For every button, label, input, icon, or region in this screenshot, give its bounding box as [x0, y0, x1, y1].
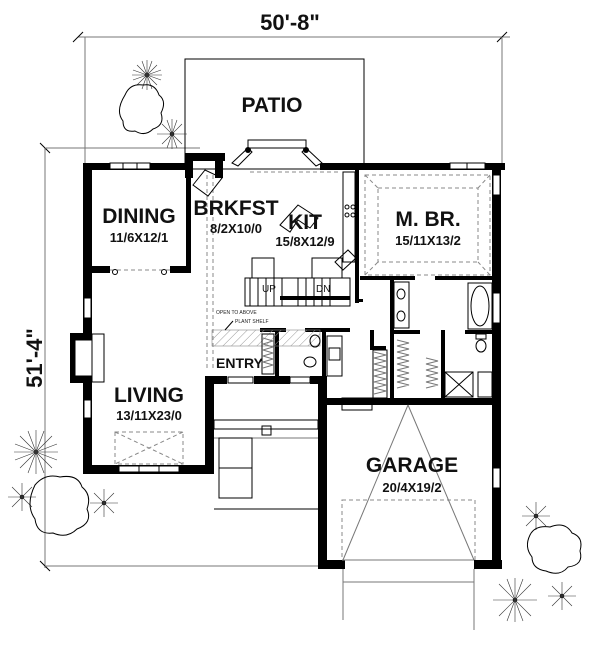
breakfast-label: BRKFST — [193, 197, 278, 220]
interior-walls — [92, 163, 495, 401]
shrub-icon — [132, 60, 162, 90]
room-labels: DINING 11/6X12/1 BRKFST 8/2X10/0 KIT 15/… — [102, 197, 461, 495]
bathroom-fixtures — [303, 281, 493, 411]
overall-width-label: 50'-8" — [260, 10, 320, 35]
shrub-icon — [548, 582, 576, 610]
garage-door — [342, 404, 475, 561]
tree-icon — [29, 475, 90, 536]
staircase: UP DN — [244, 277, 351, 307]
closets — [261, 333, 439, 399]
living-size: 13/11X23/0 — [116, 408, 182, 423]
plant-shelf-label: PLANT SHELF — [235, 319, 269, 325]
shrub-icon — [14, 430, 58, 474]
cooktop-icon — [344, 204, 356, 218]
breakfast-size: 8/2X10/0 — [210, 221, 262, 236]
dining-size: 11/6X12/1 — [110, 230, 169, 245]
overall-depth-label: 51'-4" — [22, 328, 47, 388]
kitchen-label: KIT — [288, 211, 322, 234]
shrub-icon — [90, 489, 118, 517]
master-bedroom-label: M. BR. — [395, 208, 460, 231]
garage-label: GARAGE — [366, 454, 458, 477]
toilet-icon — [475, 339, 487, 353]
bathtub-icon — [470, 285, 490, 327]
living-label: LIVING — [114, 384, 184, 407]
fireplace-icon — [70, 333, 105, 383]
stair-down-label: DN — [316, 284, 330, 295]
depth-dimension-line: 51'-4" — [22, 142, 318, 572]
corner-cabinet-icon — [192, 169, 223, 197]
dining-label: DINING — [102, 205, 176, 228]
sink-icon — [334, 249, 357, 271]
width-dimension-line: 50'-8" — [72, 10, 510, 170]
stair-up-label: UP — [262, 284, 276, 295]
landscaping — [8, 60, 582, 622]
tree-icon — [119, 84, 165, 135]
tree-icon — [526, 524, 582, 574]
kitchen-size: 15/8X12/9 — [275, 234, 334, 249]
shrub-icon — [8, 483, 36, 511]
shrub-icon — [157, 119, 187, 149]
shrub-icon — [522, 502, 550, 530]
shower-icon — [444, 371, 474, 398]
master-bedroom-size: 15/11X13/2 — [395, 233, 461, 248]
plant-shelf: OPEN TO ABOVE PLANT SHELF — [211, 310, 321, 347]
windows — [83, 139, 501, 489]
kitchen-island — [279, 204, 319, 233]
driveway — [213, 419, 475, 630]
patio: PATIO — [184, 58, 365, 170]
open-to-above-label: OPEN TO ABOVE — [216, 310, 257, 316]
patio-label: PATIO — [241, 94, 302, 117]
garage-size: 20/4X19/2 — [382, 480, 441, 495]
shrub-icon — [493, 578, 537, 622]
entry-label: ENTRY — [216, 355, 264, 371]
